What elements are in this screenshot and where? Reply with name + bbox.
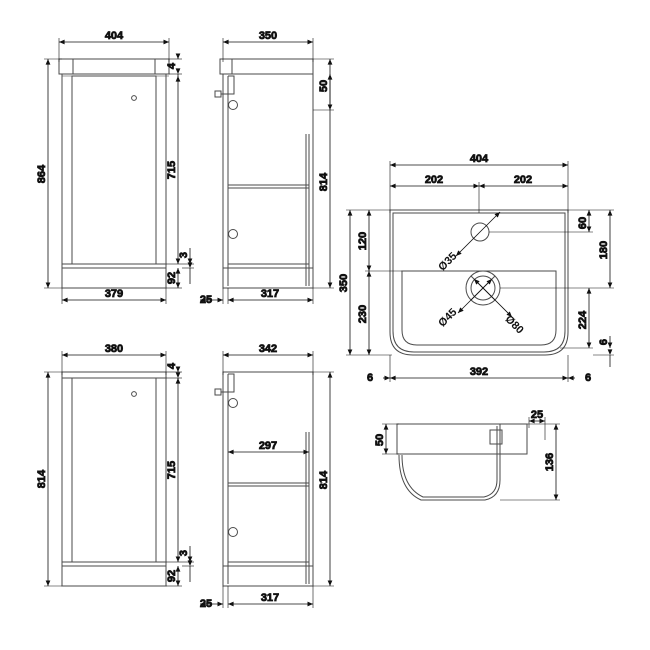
dim-350-depth: 350: [259, 30, 277, 42]
dim-317-depth-2: 317: [261, 592, 279, 604]
view-basin-side: [396, 423, 528, 501]
dim-404-top: 404: [105, 30, 124, 42]
dim-715: 715: [166, 161, 178, 179]
basin-rim-profile: [396, 423, 528, 455]
cabinet-body: [61, 73, 167, 289]
dim-25-setback: 25: [200, 294, 212, 306]
dim-6-left: 6: [367, 372, 373, 384]
door-knob-upper-icon: [228, 100, 238, 110]
door-knob-lower-icon-2: [228, 527, 238, 537]
dim-3-gap-2: 3: [178, 550, 190, 556]
bowl-rim: [401, 270, 557, 346]
dim-202-left: 202: [425, 174, 443, 186]
dim-50-basin: 50: [318, 80, 330, 92]
handle-icon-2: [214, 388, 222, 396]
dim-4-top: 4: [166, 362, 178, 369]
dim-350-plan: 350: [338, 274, 350, 292]
handle-icon: [214, 90, 222, 98]
door-knob-icon: [131, 95, 137, 101]
basin-outline: [389, 209, 569, 356]
dim-60: 60: [577, 217, 589, 229]
dim-92-plinth: 92: [166, 570, 178, 582]
dim-297-shelf: 297: [259, 440, 277, 452]
dim-814-side-2: 814: [318, 470, 330, 489]
dim-342: 342: [259, 343, 277, 355]
dim-6-bottom-right: 6: [585, 372, 591, 384]
view-side-elevation-unit: [214, 371, 314, 587]
dim-814-side: 814: [318, 172, 330, 191]
dim-202-right: 202: [514, 174, 532, 186]
dim-715-door: 715: [166, 461, 178, 479]
upstand-detail: [489, 429, 503, 445]
dim-224: 224: [577, 310, 589, 329]
dims-side-elevation-with-basin: 350 50 814 25 317: [199, 30, 334, 306]
basin-outline-inner: [392, 212, 566, 353]
leaders-basin-plan: [455, 211, 513, 318]
dim-6-right: 6: [598, 339, 610, 345]
dim-230: 230: [357, 305, 369, 323]
dim-379: 379: [105, 288, 123, 300]
dims-side-elevation-unit: 342 297 814 25 317: [199, 343, 334, 610]
dim-92: 92: [166, 272, 178, 284]
dim-25-upstand: 25: [531, 409, 543, 421]
dim-392: 392: [470, 366, 488, 378]
dim-814-front: 814: [36, 469, 48, 488]
dims-basin-plan: 404 202 202 350 120 230 60 180 224: [338, 153, 614, 384]
dim-50-rim: 50: [374, 434, 386, 446]
dims-front-elevation-with-basin: 404 864 4 715 3 92 379: [36, 30, 194, 304]
dims-front-elevation-unit: 380 4 814 715 3 92: [36, 343, 194, 587]
dim-864: 864: [36, 164, 48, 183]
door-knob-upper-icon-2: [228, 398, 238, 408]
door-knob-icon-2: [131, 391, 137, 397]
bowl-profile-inner: [401, 426, 498, 498]
dim-136: 136: [544, 453, 556, 471]
bowl-profile: [398, 424, 501, 501]
door-knob-lower-icon: [228, 229, 238, 239]
cabinet-body-2: [61, 371, 167, 587]
dim-120: 120: [357, 232, 369, 250]
dims-basin-side: 50 25 136: [374, 409, 560, 501]
view-side-elevation-with-basin: [214, 58, 314, 289]
cabinet-body-side-2: [222, 371, 314, 587]
dim-180: 180: [598, 241, 610, 259]
dim-404-plan: 404: [470, 153, 489, 165]
dim-4-slab: 4: [166, 62, 178, 69]
view-front-elevation-with-basin: [58, 58, 170, 289]
cabinet-body-side: [222, 73, 314, 289]
dim-317-depth: 317: [261, 288, 279, 300]
dim-3-gap: 3: [178, 252, 190, 258]
dim-25-setback-2: 25: [200, 598, 212, 610]
dim-380: 380: [105, 343, 123, 355]
hinge-icon-2: [228, 373, 235, 393]
view-front-elevation-unit: [61, 371, 167, 587]
hinge-icon: [228, 75, 235, 95]
